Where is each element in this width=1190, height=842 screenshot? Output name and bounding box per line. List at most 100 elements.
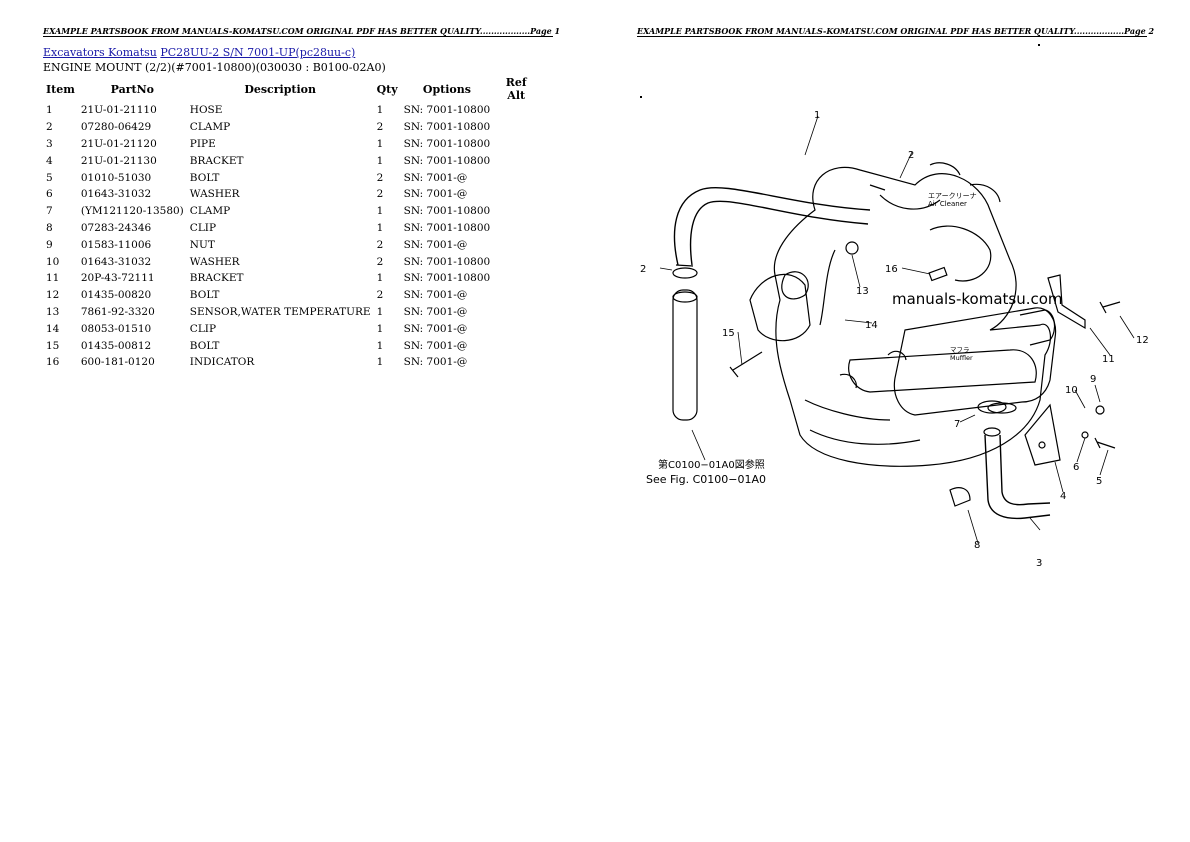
callout-2-upper: 2 bbox=[908, 150, 914, 161]
engine-mount-diagram: エアークリーナ Air Cleaner マフラ Muffler manuals-… bbox=[640, 110, 1149, 569]
cell-partno: 01583-11006 bbox=[80, 238, 152, 251]
callout-11: 11 bbox=[1102, 354, 1115, 365]
callout-12: 12 bbox=[1136, 335, 1149, 346]
cell-qty: 2 bbox=[376, 188, 384, 201]
cell-item: 14 bbox=[46, 322, 60, 335]
cell-options: SN: 7001-@ bbox=[403, 171, 468, 184]
callout-3: 3 bbox=[1036, 558, 1042, 569]
cell-ref-alt bbox=[493, 287, 539, 304]
callout-5: 5 bbox=[1096, 476, 1102, 487]
pipe-lower-left bbox=[672, 267, 698, 421]
cell-item: 8 bbox=[46, 221, 53, 234]
leader-lines bbox=[659, 115, 1135, 544]
cell-partno: 600-181-0120 bbox=[80, 356, 155, 369]
callout-16: 16 bbox=[885, 264, 898, 275]
sensor-indicator bbox=[819, 241, 948, 326]
cell-ref-alt bbox=[493, 337, 539, 354]
cell-ref-alt bbox=[493, 186, 539, 203]
cell-description: WASHER bbox=[189, 255, 240, 268]
breadcrumb-link-model[interactable]: PC28UU-2 S/N 7001-UP(pc28uu-c) bbox=[160, 46, 356, 59]
callout-4: 4 bbox=[1060, 491, 1066, 502]
cell-description: NUT bbox=[189, 238, 215, 251]
cell-qty: 1 bbox=[376, 104, 384, 117]
cell-options: SN: 7001-@ bbox=[403, 305, 468, 318]
cell-ref-alt bbox=[493, 152, 539, 169]
cell-qty: 1 bbox=[376, 305, 384, 318]
cell-options: SN: 7001-@ bbox=[403, 356, 468, 369]
cell-description: CLIP bbox=[189, 322, 217, 335]
stray-mark bbox=[1038, 44, 1040, 46]
callout-2-lower: 2 bbox=[640, 264, 646, 275]
cell-item: 6 bbox=[46, 188, 53, 201]
cell-item: 10 bbox=[46, 255, 60, 268]
bracket-part-11 bbox=[1047, 274, 1086, 330]
cell-description: BRACKET bbox=[189, 154, 244, 167]
watermark-text: manuals-komatsu.com bbox=[892, 290, 1063, 308]
cell-ref-alt bbox=[493, 304, 539, 321]
cell-partno: 01643-31032 bbox=[80, 255, 152, 268]
callout-1: 1 bbox=[814, 110, 820, 121]
cell-description: BOLT bbox=[189, 289, 220, 302]
cell-partno: 01010-51030 bbox=[80, 171, 152, 184]
parts-table: Item PartNo Description Qty Options Ref … bbox=[43, 76, 539, 371]
callout-7: 7 bbox=[954, 419, 960, 430]
cell-ref-alt bbox=[493, 203, 539, 220]
cell-qty: 2 bbox=[376, 121, 384, 134]
cell-description: BRACKET bbox=[189, 272, 244, 285]
cell-item: 7 bbox=[46, 205, 53, 218]
cell-options: SN: 7001-10800 bbox=[403, 272, 491, 285]
breadcrumb: Excavators Komatsu PC28UU-2 S/N 7001-UP(… bbox=[43, 46, 355, 59]
cell-description: CLIP bbox=[189, 221, 217, 234]
column-header-description: Description bbox=[244, 82, 317, 96]
cell-description: WASHER bbox=[189, 188, 240, 201]
breadcrumb-link-category[interactable]: Excavators Komatsu bbox=[43, 46, 157, 59]
small-fasteners bbox=[729, 301, 1121, 507]
cell-item: 2 bbox=[46, 121, 53, 134]
engine-block bbox=[749, 162, 1056, 467]
cell-options: SN: 7001-10800 bbox=[403, 255, 491, 268]
cell-options: SN: 7001-10800 bbox=[403, 221, 491, 234]
bracket-part-4 bbox=[1024, 403, 1061, 466]
column-header-partno: PartNo bbox=[110, 82, 155, 96]
cell-qty: 2 bbox=[376, 255, 384, 268]
stray-mark bbox=[640, 96, 642, 98]
cell-options: SN: 7001-@ bbox=[403, 238, 468, 251]
cell-ref-alt bbox=[493, 270, 539, 287]
cell-partno: (YM121120-13580) bbox=[80, 205, 184, 218]
cell-ref-alt bbox=[493, 253, 539, 270]
cell-ref-alt bbox=[493, 220, 539, 237]
cell-description: CLAMP bbox=[189, 205, 231, 218]
cell-partno: 20P-43-72111 bbox=[80, 272, 155, 285]
cell-qty: 1 bbox=[376, 154, 384, 167]
page-2-header: EXAMPLE PARTSBOOK FROM MANUALS-KOMATSU.C… bbox=[637, 26, 1155, 37]
cell-options: SN: 7001-@ bbox=[403, 289, 468, 302]
cell-qty: 1 bbox=[376, 356, 384, 369]
cell-ref-alt bbox=[493, 236, 539, 253]
muffler-label: Muffler bbox=[950, 354, 973, 362]
cell-item: 13 bbox=[46, 305, 60, 318]
cell-description: INDICATOR bbox=[189, 356, 255, 369]
cell-partno: 01643-31032 bbox=[80, 188, 152, 201]
cell-item: 11 bbox=[46, 272, 60, 285]
callout-14: 14 bbox=[865, 320, 878, 331]
cell-qty: 1 bbox=[376, 339, 384, 352]
cell-options: SN: 7001-@ bbox=[403, 322, 468, 335]
cell-item: 15 bbox=[46, 339, 60, 352]
cell-partno: 21U-01-21120 bbox=[80, 137, 157, 150]
cell-item: 12 bbox=[46, 289, 60, 302]
cell-description: PIPE bbox=[189, 137, 216, 150]
callout-13: 13 bbox=[856, 286, 869, 297]
cell-ref-alt bbox=[493, 102, 539, 119]
cell-description: BOLT bbox=[189, 171, 220, 184]
cell-ref-alt bbox=[493, 320, 539, 337]
